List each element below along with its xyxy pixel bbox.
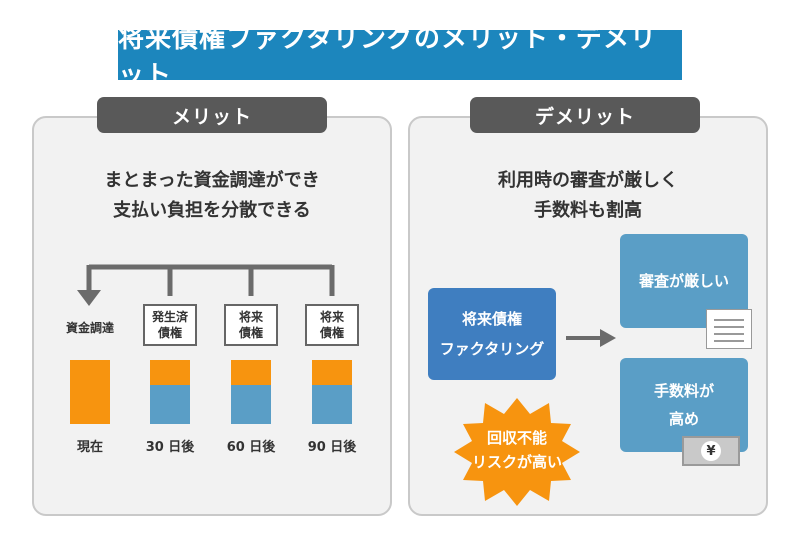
burst-icon [454,398,580,506]
merit-header: メリット [97,97,327,133]
merit-description-line1: まとまった資金調達ができ [104,170,320,191]
timeline-now: 現在 [76,440,103,455]
document-icon [706,309,752,349]
demerit-description: 利用時の審査が厳しく 手数料も割高 [408,166,768,226]
demerit-header: デメリット [470,97,700,133]
demerit-description-line2: 手数料も割高 [534,200,642,221]
claim-box-issued: 発生済 債権 [143,304,197,346]
demerit-description-line1: 利用時の審査が厳しく [498,170,678,191]
merit-description-line2: 支払い負担を分散できる [113,200,311,221]
bar-60-payment [231,360,271,385]
bar-90-claim [312,385,352,424]
merit-description: まとまった資金調達ができ 支払い負担を分散できる [32,166,392,226]
yen-symbol: ¥ [701,441,721,461]
bar-30-claim [150,385,190,424]
risk-label: 回収不能 リスクが高い [471,429,562,471]
bar-60-claim [231,385,271,424]
timeline-60: 60 日後 [226,440,276,455]
claim-box-future-1: 将来 債権 [224,304,278,346]
claim-box-future-2: 将来 債権 [305,304,359,346]
timeline-30: 30 日後 [145,440,195,455]
bar-90-payment [312,360,352,385]
right-arrow-icon [600,329,616,347]
future-factoring-box: 将来債権 ファクタリング [428,288,556,380]
timeline-90: 90 日後 [307,440,357,455]
down-arrow-icon [77,290,101,306]
funding-label: 資金調達 [65,321,114,335]
bar-30-payment [150,360,190,385]
yen-bill-icon: ¥ [682,436,740,466]
bar-now-funding [70,360,110,424]
